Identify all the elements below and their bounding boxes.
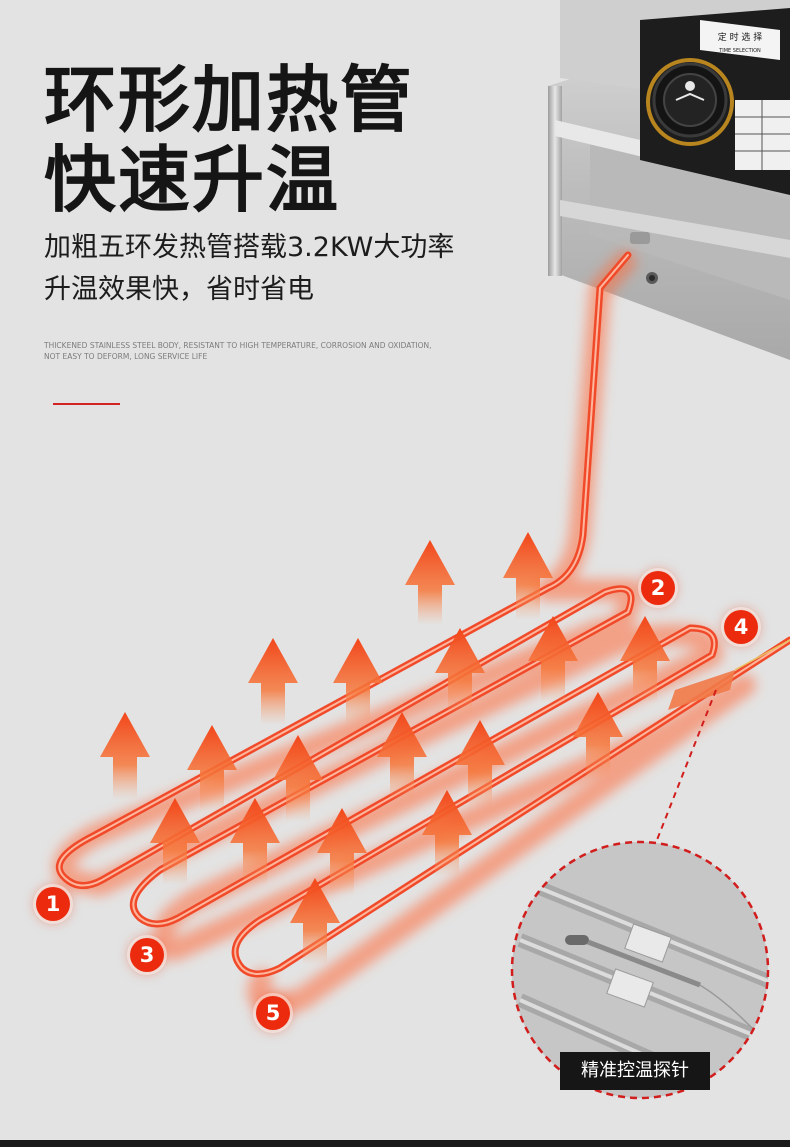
english-caption-line-2: NOT EASY TO DEFORM, LONG SERVICE LIFE (44, 352, 208, 361)
heat-arrows (100, 532, 670, 965)
heat-arrow-icon (435, 628, 485, 715)
heat-arrow-icon (100, 712, 150, 800)
heat-arrow-icon (230, 798, 280, 885)
headline-line-1: 环形加热管 (44, 58, 415, 142)
probe-label: 精准控温探针 (560, 1052, 710, 1090)
heat-arrow-icon (273, 735, 323, 822)
heat-arrow-icon (503, 532, 553, 620)
heat-arrow-icon (620, 616, 670, 703)
tube-number-badge-1: 1 (36, 887, 70, 921)
probe-icon (565, 935, 768, 1061)
heat-arrow-icon (528, 616, 578, 703)
tube-number-badge-4: 4 (724, 610, 758, 644)
heat-arrow-icon (187, 725, 237, 812)
tube-number-badge-2: 2 (641, 571, 675, 605)
temperature-knob-icon (646, 58, 734, 146)
heat-arrow-icon (377, 712, 427, 800)
callout-line (654, 689, 717, 846)
fryer-body: 定 时 选 择 TIME SELECTION (548, 0, 790, 360)
heat-arrow-icon (455, 720, 505, 808)
accent-divider (53, 403, 120, 405)
heat-arrow-icon (422, 790, 472, 877)
heat-arrow-icon (150, 798, 200, 885)
subline-line-2: 升温效果快，省时省电 (44, 274, 314, 305)
bottom-bar (0, 1140, 790, 1147)
heat-arrow-icon (405, 540, 455, 625)
tube-number-badge-5: 5 (256, 996, 290, 1030)
english-caption-line-1: THICKENED STAINLESS STEEL BODY, RESISTAN… (44, 341, 432, 350)
headline-line-2: 快速升温 (44, 138, 341, 222)
subline-line-1: 加粗五环发热管搭载3.2KW大功率 (44, 232, 455, 263)
heat-arrow-icon (290, 878, 340, 965)
tube-number-badge-3: 3 (130, 938, 164, 972)
heat-arrow-icon (317, 808, 367, 895)
timer-plate-title: 定 时 选 择 (718, 31, 763, 43)
heat-arrow-icon (248, 638, 298, 725)
timer-plate-subtitle: TIME SELECTION (718, 48, 761, 54)
heat-arrow-icon (333, 638, 383, 725)
heating-tube (52, 251, 790, 1014)
heat-arrow-icon (573, 692, 623, 780)
